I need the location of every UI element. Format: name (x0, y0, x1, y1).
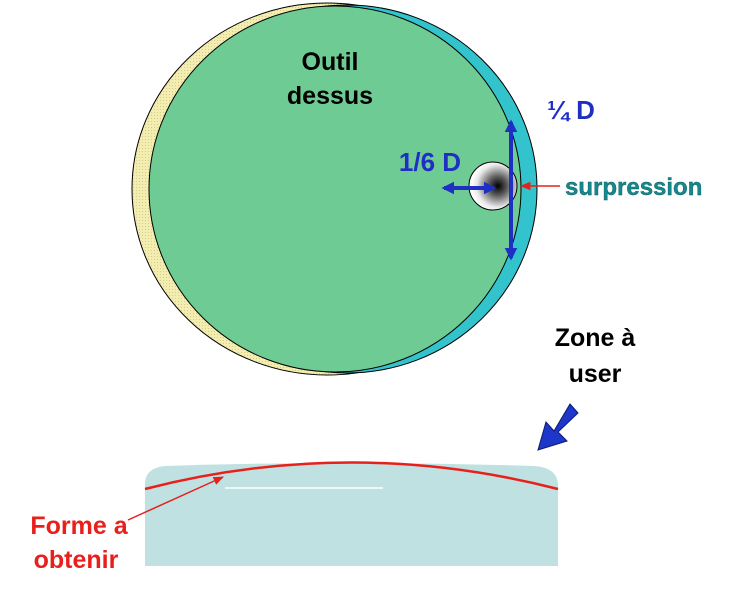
quarter-d-label: ¼ D (547, 95, 595, 125)
outil-label-line1: Outil (302, 48, 359, 76)
outil-label-line2: dessus (287, 82, 373, 110)
target-curve (144, 461, 559, 491)
lens-block (145, 463, 558, 566)
zone-label-line1: Zone à (555, 324, 636, 352)
forme-pointer (127, 476, 224, 521)
zone-label-line2: user (569, 360, 622, 388)
sixth-d-label: 1/6 D (399, 147, 461, 177)
zone-arrow-icon (537, 403, 579, 451)
forme-label-line2: obtenir (34, 546, 119, 574)
surpression-label: surpression (565, 174, 702, 201)
forme-label-line1: Forme a (30, 512, 128, 540)
